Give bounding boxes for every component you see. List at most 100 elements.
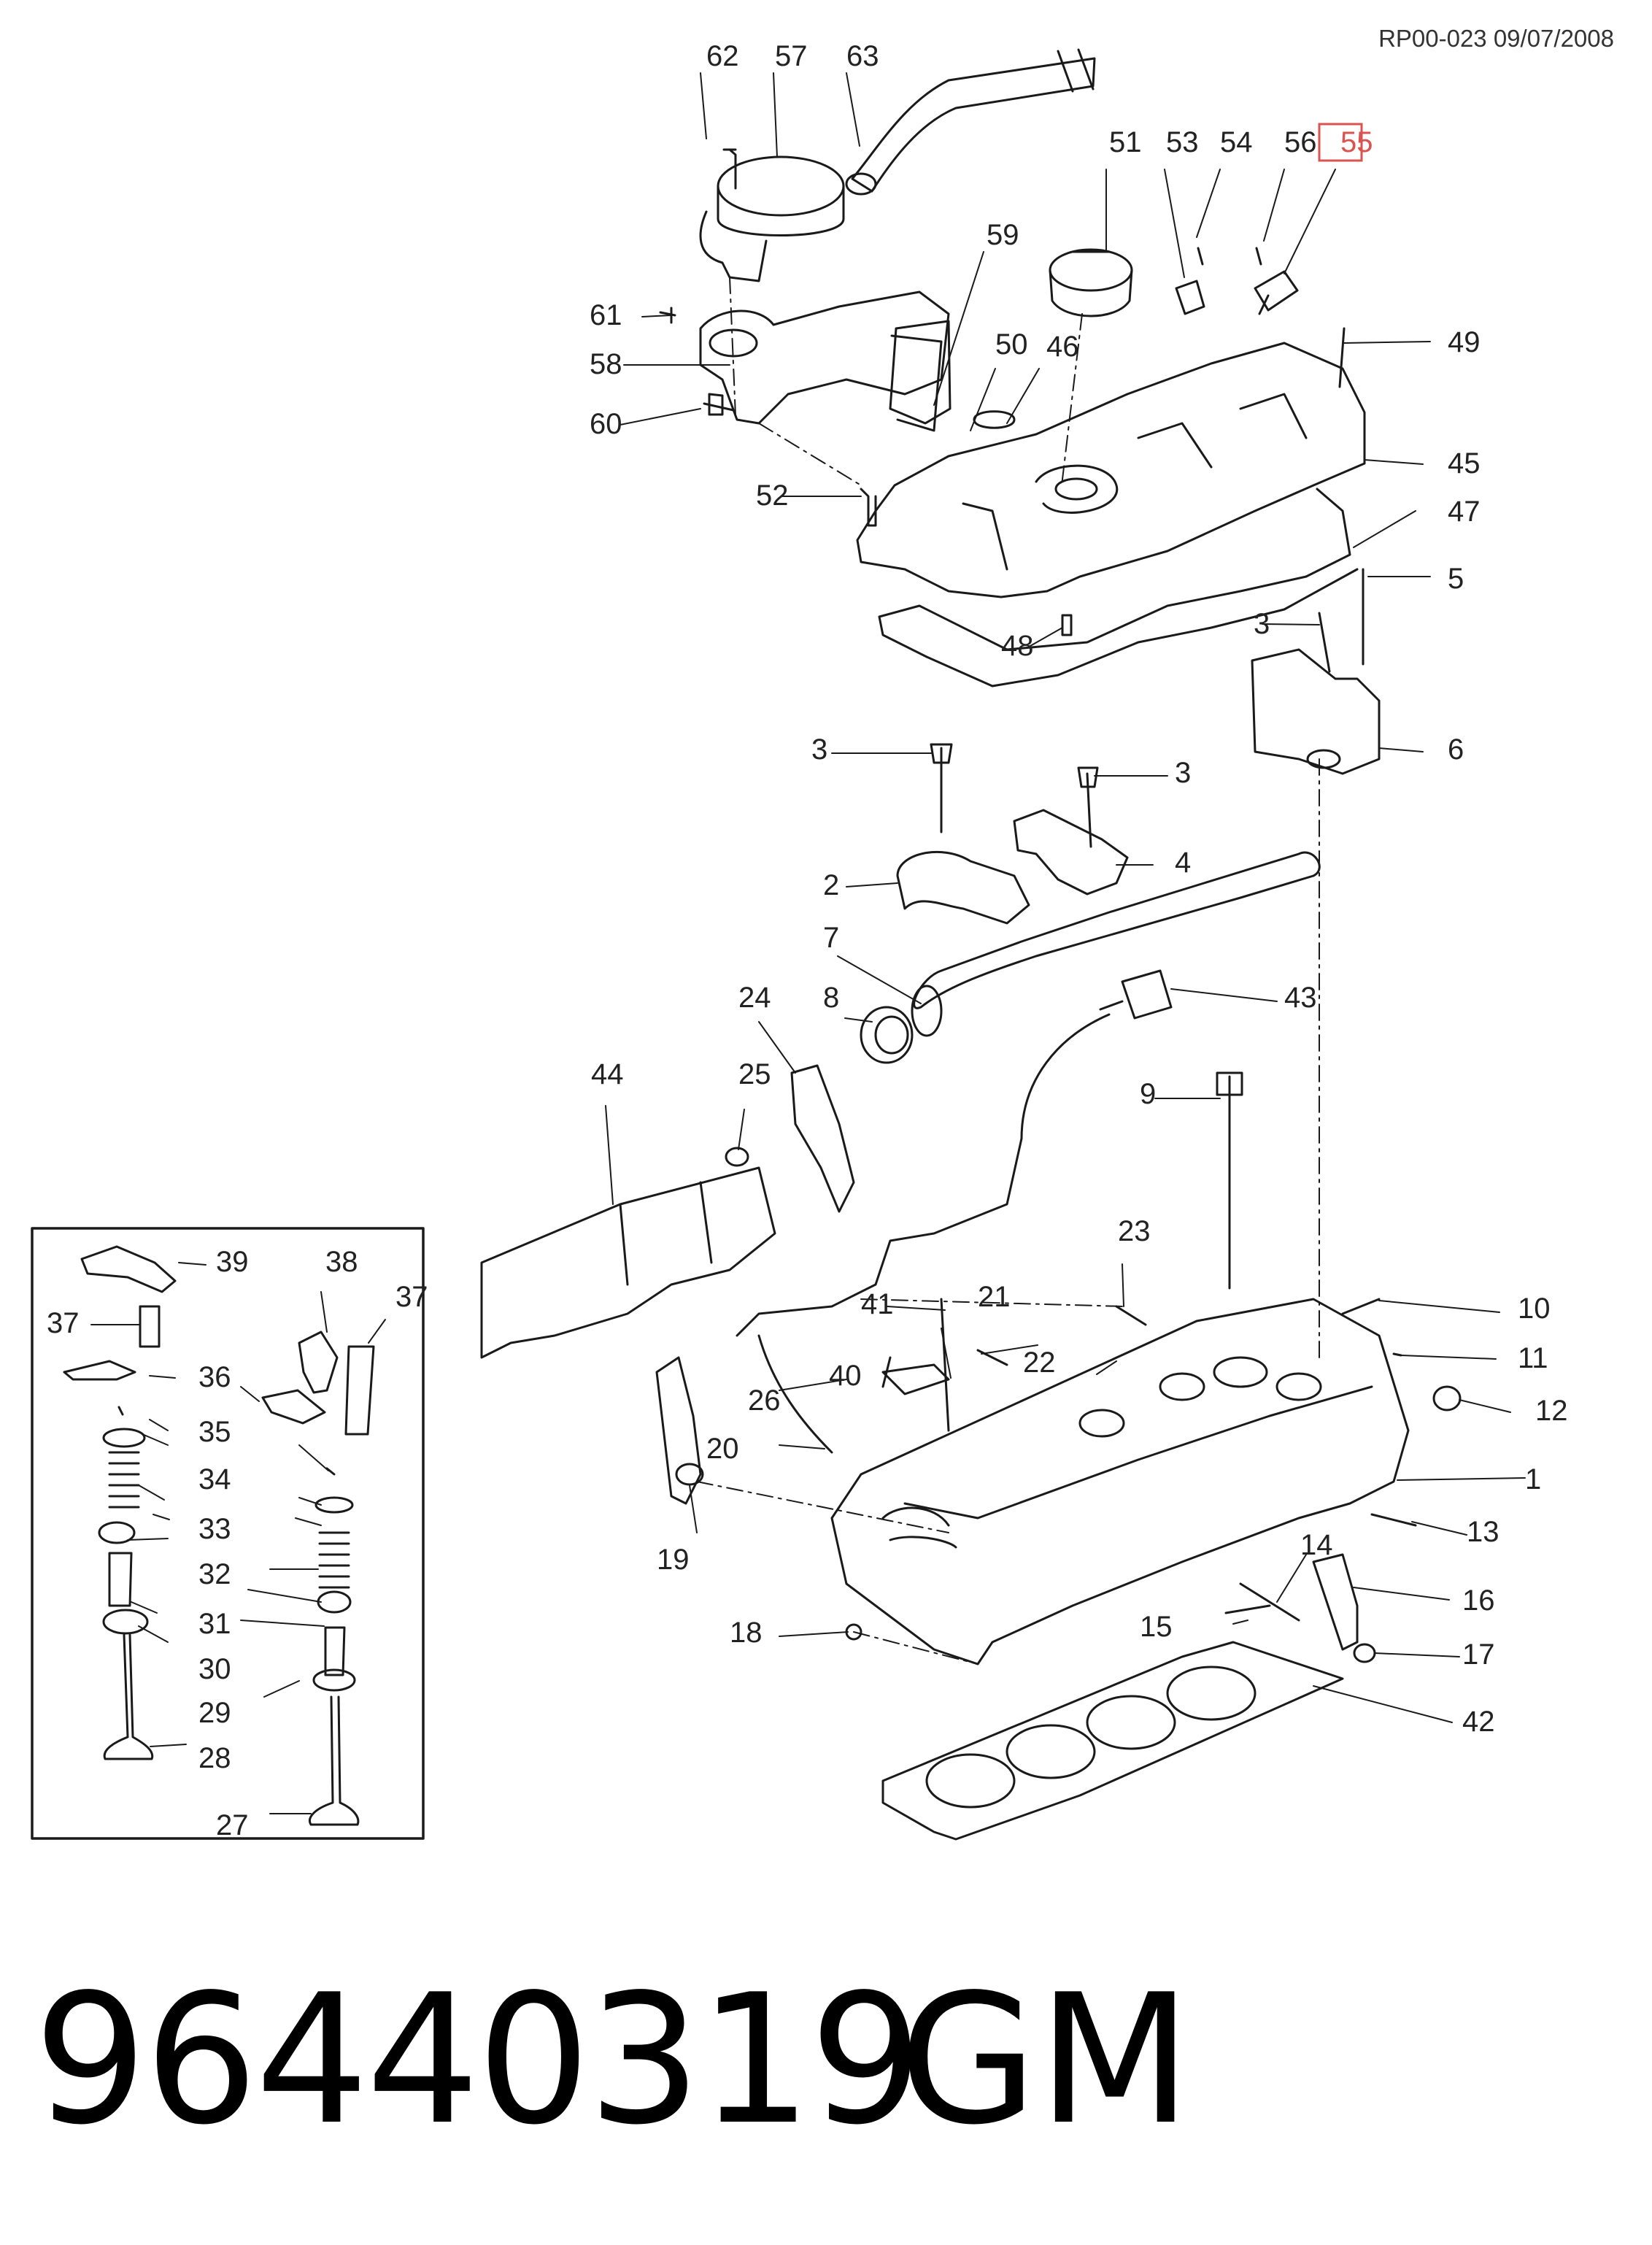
breather-hose — [851, 57, 1096, 193]
leader-lines — [605, 72, 1526, 1723]
manufacturer-name: GM — [899, 1956, 1192, 2164]
callout-44: 44 — [591, 1058, 624, 1090]
callout-16: 16 — [1462, 1584, 1495, 1617]
camshaft — [913, 851, 1321, 1009]
callout-25: 25 — [738, 1058, 771, 1090]
callout-27: 27 — [216, 1809, 249, 1841]
callout-55: 55 — [1340, 126, 1373, 158]
callout-3-2: 3 — [1175, 757, 1191, 789]
valve-spring-right — [318, 1531, 350, 1589]
callout-13: 13 — [1467, 1516, 1499, 1548]
bearing-cap-2 — [896, 850, 1030, 925]
callout-31: 31 — [198, 1608, 231, 1640]
callout-22: 22 — [1023, 1347, 1056, 1379]
valve-spring-left — [108, 1451, 140, 1509]
callout-24: 24 — [738, 982, 771, 1014]
callout-32: 32 — [198, 1558, 231, 1590]
callout-28: 28 — [198, 1742, 231, 1774]
callout-36: 36 — [198, 1361, 231, 1393]
injector-clamp — [881, 1363, 950, 1395]
valve-train-parts — [63, 1245, 375, 1826]
valve-train-inset-box — [31, 1227, 425, 1840]
callout-62: 62 — [706, 40, 739, 72]
callout-35: 35 — [198, 1416, 231, 1448]
callout-15: 15 — [1140, 1611, 1173, 1643]
callout-41: 41 — [861, 1288, 894, 1320]
callout-17: 17 — [1462, 1638, 1495, 1671]
part-number: 96440319 — [34, 1956, 923, 2164]
callout-10: 10 — [1518, 1293, 1551, 1325]
callout-42: 42 — [1462, 1706, 1495, 1738]
callout-49: 49 — [1448, 326, 1481, 358]
hydraulic-tappet — [139, 1305, 161, 1348]
callout-46: 46 — [1046, 331, 1079, 363]
callout-11: 11 — [1518, 1342, 1548, 1374]
callout-48: 48 — [1001, 630, 1034, 662]
inset-leader-lines — [90, 1262, 386, 1814]
callout-29: 29 — [198, 1697, 231, 1729]
oil-separator-housing — [699, 290, 950, 425]
callout-12: 12 — [1535, 1395, 1568, 1427]
callout-56: 56 — [1284, 126, 1317, 158]
callout-3-1: 3 — [811, 733, 827, 766]
callout-7: 7 — [823, 922, 839, 954]
callout-9: 9 — [1140, 1078, 1156, 1110]
callout-59: 59 — [987, 219, 1019, 251]
heat-shield — [480, 1166, 776, 1359]
callout-63: 63 — [846, 40, 879, 72]
drawing-reference: RP00-023 09/07/2008 — [1378, 25, 1614, 52]
callout-23: 23 — [1118, 1215, 1151, 1247]
head-gasket — [881, 1641, 1344, 1841]
manifold-gasket — [889, 320, 952, 425]
callout-45: 45 — [1448, 447, 1481, 480]
camshaft-cover — [856, 342, 1366, 598]
callout-4: 4 — [1175, 847, 1191, 879]
pcv-valve-cap — [717, 155, 845, 217]
callout-52: 52 — [756, 480, 789, 512]
camshaft-oil-seal — [860, 1006, 914, 1064]
oil-filler-cap — [1049, 248, 1133, 292]
callout-47: 47 — [1448, 496, 1481, 528]
filler-seal — [973, 410, 1016, 429]
rocker-arm — [80, 1245, 177, 1293]
callout-18: 18 — [730, 1617, 763, 1649]
bearing-cap-6 — [1251, 648, 1381, 775]
callout-51: 51 — [1109, 126, 1142, 158]
callout-8: 8 — [823, 982, 839, 1014]
callout-3: 3 — [1254, 608, 1270, 640]
callout-5: 5 — [1448, 563, 1464, 595]
callout-60: 60 — [590, 408, 622, 440]
highlight-box-55 — [1318, 123, 1363, 162]
callout-2: 2 — [823, 869, 839, 901]
callout-37-1: 37 — [47, 1307, 80, 1339]
callout-54: 54 — [1220, 126, 1253, 158]
callout-37: 37 — [395, 1281, 428, 1313]
callout-61: 61 — [590, 299, 622, 331]
callout-57: 57 — [775, 40, 808, 72]
camshaft-cover-gasket — [878, 488, 1359, 688]
exhaust-valve — [103, 1633, 154, 1760]
intake-valve — [309, 1695, 360, 1826]
callout-40: 40 — [829, 1360, 862, 1392]
callout-43: 43 — [1284, 982, 1317, 1014]
callout-26: 26 — [748, 1385, 781, 1417]
camshaft-position-sensor — [1099, 969, 1173, 1020]
bearing-cap-4 — [1013, 809, 1129, 896]
callout-58: 58 — [590, 348, 622, 380]
callout-1: 1 — [1525, 1463, 1541, 1495]
callout-39: 39 — [216, 1246, 249, 1278]
callout-38: 38 — [325, 1246, 358, 1278]
callout-34: 34 — [198, 1463, 231, 1495]
callout-21: 21 — [978, 1281, 1011, 1313]
callout-53: 53 — [1166, 126, 1199, 158]
cylinder-head — [830, 1298, 1410, 1666]
callout-20: 20 — [706, 1433, 739, 1465]
callout-50: 50 — [995, 328, 1028, 361]
callout-19: 19 — [657, 1544, 690, 1576]
callout-14: 14 — [1300, 1529, 1333, 1561]
callout-6: 6 — [1448, 733, 1464, 766]
callout-30: 30 — [198, 1653, 231, 1685]
